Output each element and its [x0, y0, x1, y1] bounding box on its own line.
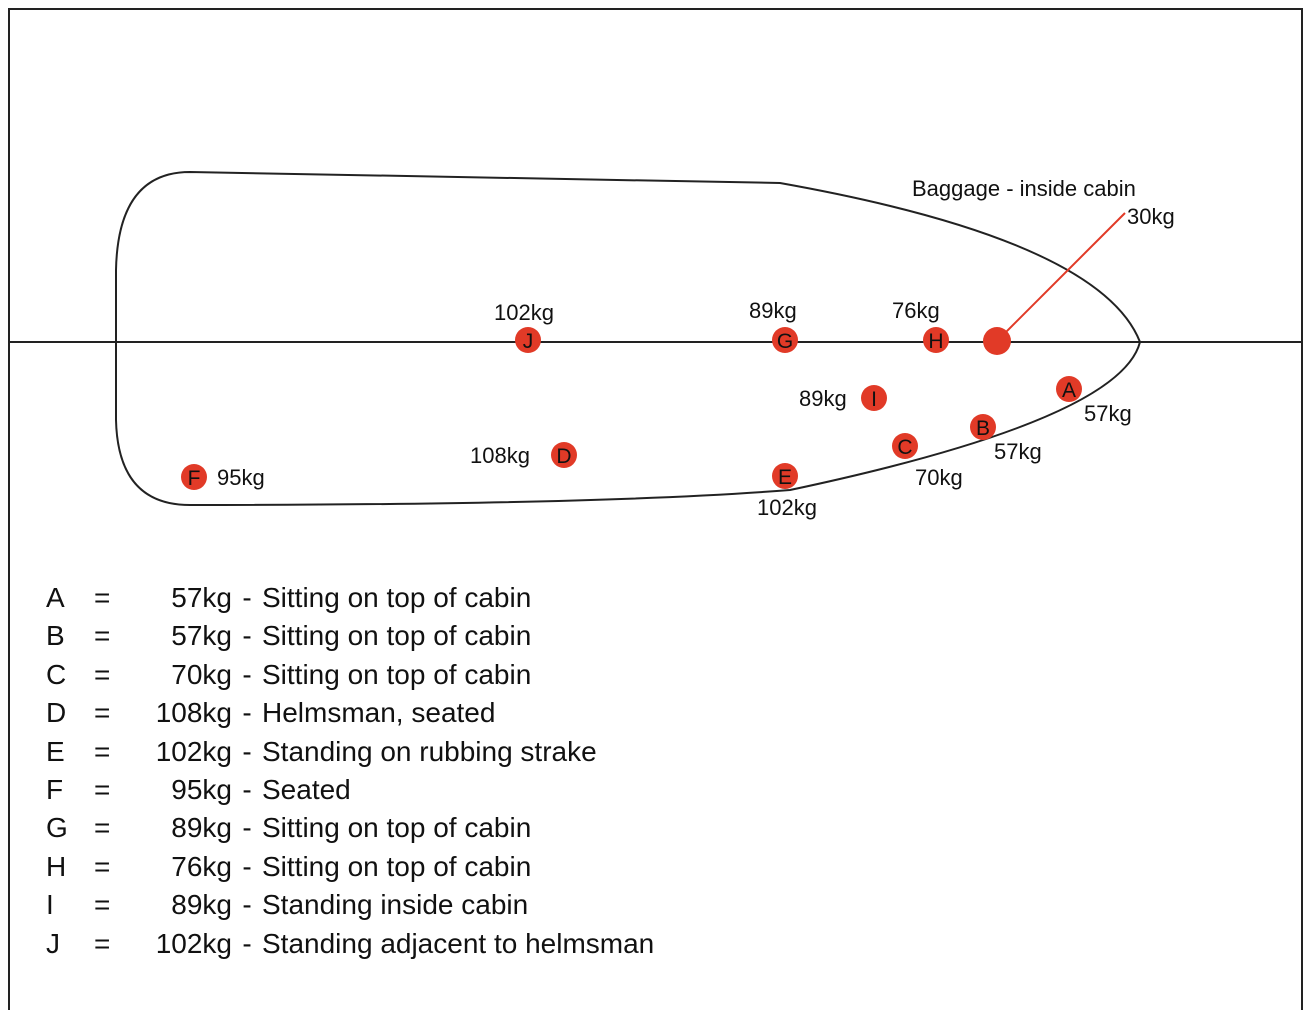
- legend-equals: =: [94, 658, 111, 690]
- hull-outline: [115, 170, 1142, 507]
- legend-equals: =: [94, 889, 111, 921]
- legend-description: Sitting on top of cabin: [262, 812, 532, 844]
- marker-f-key: F: [188, 467, 201, 490]
- legend-weight: 76kg: [171, 850, 232, 882]
- legend-separator: -: [242, 927, 252, 959]
- legend-key: E: [46, 735, 65, 767]
- legend-key: I: [46, 889, 54, 921]
- legend-separator: -: [242, 773, 252, 805]
- legend-weight: 70kg: [171, 658, 232, 690]
- marker-d-key: D: [556, 445, 571, 468]
- legend-equals: =: [94, 927, 111, 959]
- legend-row: C = 70kg-Sitting on top of cabin: [46, 659, 654, 697]
- legend-description: Standing adjacent to helmsman: [262, 927, 655, 959]
- marker-f-dot: [181, 464, 207, 490]
- marker-h-key: H: [928, 330, 943, 353]
- legend-equals: =: [94, 812, 111, 844]
- legend-separator: -: [242, 620, 252, 652]
- legend-row: G = 89kg-Sitting on top of cabin: [46, 812, 654, 850]
- marker-e-weight: 102kg: [757, 495, 817, 520]
- legend-equals: =: [94, 850, 111, 882]
- legend-description: Standing on rubbing strake: [262, 735, 597, 767]
- frame-border: [8, 8, 1303, 1010]
- baggage-dot: [983, 327, 1011, 355]
- baggage-leader-line: [996, 212, 1126, 342]
- marker-b-dot: [970, 414, 996, 440]
- legend-row: E = 102kg-Standing on rubbing strake: [46, 736, 654, 774]
- legend-weight: 108kg: [155, 697, 232, 729]
- legend-separator: -: [242, 697, 252, 729]
- marker-a-weight: 57kg: [1084, 401, 1132, 426]
- legend-row: F = 95kg-Seated: [46, 774, 654, 812]
- marker-a-key: A: [1062, 379, 1076, 402]
- marker-g-weight: 89kg: [749, 298, 797, 323]
- marker-e-key: E: [778, 466, 792, 489]
- legend-weight: 95kg: [171, 773, 232, 805]
- marker-e-dot: [772, 463, 798, 489]
- legend-row: H = 76kg-Sitting on top of cabin: [46, 851, 654, 889]
- legend-description: Seated: [262, 773, 351, 805]
- legend-key: F: [46, 773, 64, 805]
- legend-equals: =: [94, 735, 111, 767]
- legend-separator: -: [242, 812, 252, 844]
- legend-key: A: [46, 582, 65, 613]
- marker-f-weight: 95kg: [217, 465, 265, 490]
- legend-description: Sitting on top of cabin: [262, 658, 532, 690]
- marker-c-key: C: [897, 436, 912, 459]
- legend-description: Sitting on top of cabin: [262, 582, 532, 613]
- marker-i-dot: [861, 385, 887, 411]
- legend-weight: 102kg: [155, 735, 232, 767]
- baggage-weight: 30kg: [1127, 204, 1175, 229]
- marker-b-weight: 57kg: [994, 439, 1042, 464]
- legend-key: C: [46, 658, 67, 690]
- marker-j-key: J: [523, 330, 534, 353]
- marker-i-weight: 89kg: [799, 386, 847, 411]
- legend-row: A = 57kg-Sitting on top of cabin: [46, 582, 654, 620]
- legend-key: G: [46, 812, 68, 844]
- legend-weight: 57kg: [171, 582, 232, 613]
- legend-separator: -: [242, 889, 252, 921]
- baggage-title: Baggage - inside cabin: [912, 176, 1136, 201]
- marker-g-key: G: [777, 330, 793, 353]
- legend-description: Sitting on top of cabin: [262, 850, 532, 882]
- legend-description: Helmsman, seated: [262, 697, 496, 729]
- legend-separator: -: [242, 735, 252, 767]
- legend-equals: =: [94, 697, 111, 729]
- marker-g-dot: [772, 327, 798, 353]
- legend-row: J = 102kg-Standing adjacent to helmsman: [46, 928, 654, 966]
- legend-key: H: [46, 850, 67, 882]
- marker-h-dot: [923, 327, 949, 353]
- marker-j-weight: 102kg: [494, 300, 554, 325]
- legend-key: J: [46, 927, 60, 959]
- legend-weight: 102kg: [155, 927, 232, 959]
- marker-c-dot: [892, 433, 918, 459]
- legend-separator: -: [242, 582, 252, 613]
- legend-key: D: [46, 697, 67, 729]
- marker-d-dot: [551, 442, 577, 468]
- legend-separator: -: [242, 658, 252, 690]
- marker-a-dot: [1056, 376, 1082, 402]
- marker-j-dot: [515, 327, 541, 353]
- marker-b-key: B: [976, 417, 990, 440]
- marker-h-weight: 76kg: [892, 298, 940, 323]
- legend-weight: 89kg: [171, 889, 232, 921]
- legend-row: B = 57kg-Sitting on top of cabin: [46, 620, 654, 658]
- legend-weight: 89kg: [171, 812, 232, 844]
- legend-row: I = 89kg-Standing inside cabin: [46, 889, 654, 927]
- legend-description: Sitting on top of cabin: [262, 620, 532, 652]
- marker-d-weight: 108kg: [470, 443, 530, 468]
- legend-equals: =: [94, 582, 111, 613]
- legend-equals: =: [94, 620, 111, 652]
- marker-i-key: I: [871, 388, 877, 411]
- legend-description: Standing inside cabin: [262, 889, 529, 921]
- marker-c-weight: 70kg: [915, 465, 963, 490]
- legend-equals: =: [94, 773, 111, 805]
- legend-key: B: [46, 620, 65, 652]
- legend-row: D = 108kg-Helmsman, seated: [46, 697, 654, 735]
- legend-separator: -: [242, 850, 252, 882]
- legend-weight: 57kg: [171, 620, 232, 652]
